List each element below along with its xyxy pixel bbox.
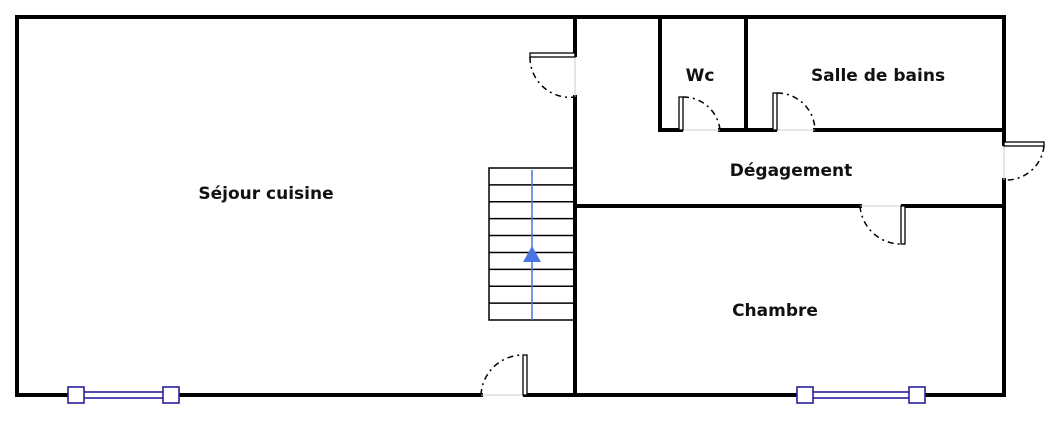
door-sejour-hall [529,52,576,99]
room-label-degagement: Dégagement [730,161,852,181]
door-openings [481,55,1005,396]
interior-walls [573,15,1006,397]
room-label-wc: Wc [686,66,715,86]
door-chambre [859,205,906,245]
room-label-chambre: Chambre [732,301,818,321]
room-label-sejour: Séjour cuisine [198,184,333,204]
stair-arrow-icon [523,246,541,262]
door-wc [678,96,721,131]
window-chambre [796,386,926,404]
door-entrance [480,354,528,396]
door-salle-de-bains [772,92,816,131]
room-label-salle-de-bains: Salle de bains [811,66,945,86]
door-exterior-right [1003,141,1045,181]
window-sejour [67,386,180,404]
